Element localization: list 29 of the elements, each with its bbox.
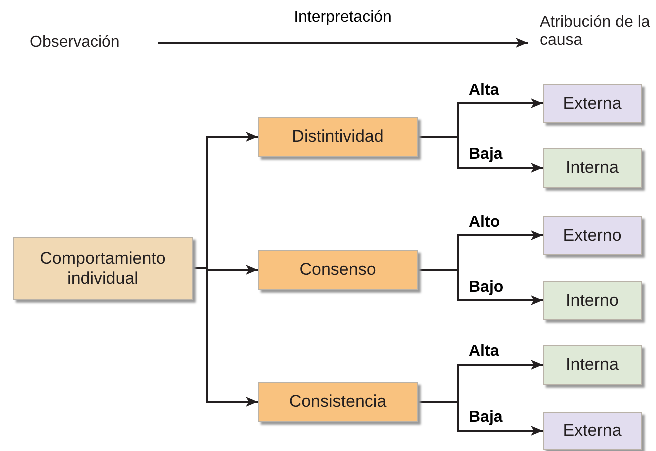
box-label: Interno bbox=[566, 290, 619, 310]
arrow bbox=[418, 269, 543, 306]
text-label: Atribución de la causa bbox=[540, 9, 654, 55]
box-label: Externa bbox=[563, 421, 622, 441]
edge-label: Baja bbox=[468, 409, 504, 427]
box-label: Interna bbox=[566, 355, 619, 375]
edge-label: Bajo bbox=[468, 278, 505, 296]
box-label: Externo bbox=[563, 226, 622, 246]
process-box bbox=[543, 148, 642, 188]
process-box bbox=[543, 281, 642, 320]
box-label: Comportamiento individual bbox=[39, 248, 167, 288]
box-label: Consenso bbox=[300, 260, 376, 280]
box-label: Consistencia bbox=[289, 392, 387, 412]
edge-label: Baja bbox=[468, 146, 504, 164]
process-box bbox=[258, 250, 418, 290]
text-label: Observación bbox=[30, 32, 158, 54]
process-box bbox=[543, 84, 642, 123]
process-box bbox=[543, 345, 642, 385]
arrow bbox=[158, 38, 528, 48]
process-box bbox=[543, 412, 642, 450]
process-box bbox=[13, 237, 193, 300]
box-label: Distintividad bbox=[292, 127, 384, 147]
edge-label: Interpretación bbox=[293, 9, 393, 27]
process-box bbox=[258, 382, 418, 422]
box-label: Externa bbox=[563, 94, 622, 114]
process-box bbox=[258, 117, 418, 157]
box-label: Interna bbox=[566, 158, 619, 178]
process-box bbox=[543, 216, 642, 255]
arrow bbox=[418, 136, 543, 173]
